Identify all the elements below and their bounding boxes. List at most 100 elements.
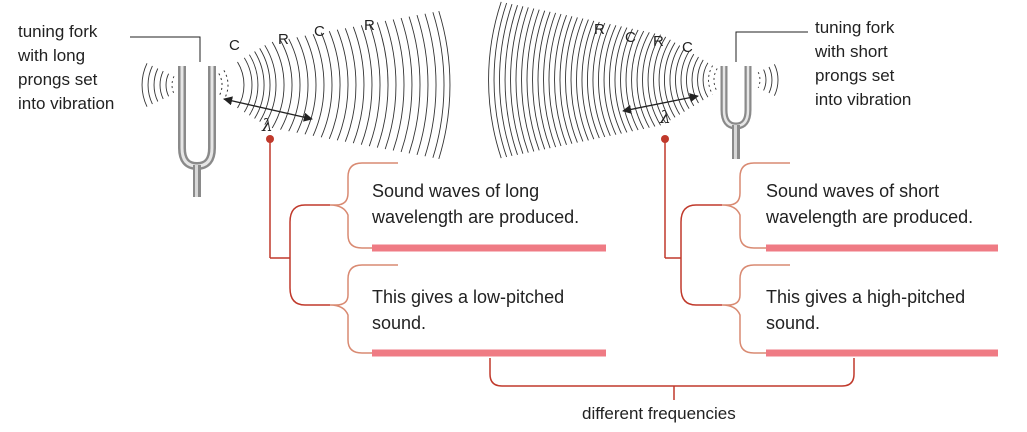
wave-arc bbox=[271, 41, 285, 129]
wave-arc bbox=[288, 38, 301, 132]
right-red-dot bbox=[661, 135, 669, 143]
left-red-connector bbox=[269, 140, 330, 306]
left-box-top-text: Sound waves of long wavelength are produ… bbox=[372, 181, 580, 227]
right-fork-label: tuning fork with short prongs set into v… bbox=[815, 18, 912, 109]
left-label-leader bbox=[130, 36, 201, 62]
wave-arc bbox=[763, 69, 767, 91]
left-wave-letter-1: C bbox=[229, 37, 240, 54]
wave-arc bbox=[171, 76, 175, 94]
wave-arc bbox=[352, 26, 365, 144]
wave-arc bbox=[702, 62, 709, 98]
wave-arc bbox=[488, 1, 502, 159]
left-wave-letter-3: C bbox=[314, 23, 325, 40]
right-lambda: λ bbox=[660, 108, 671, 128]
wave-arc bbox=[376, 22, 389, 148]
wave-arc bbox=[218, 73, 223, 97]
wave-arc bbox=[636, 32, 650, 128]
wave-arc bbox=[609, 26, 622, 134]
wave-arc bbox=[141, 63, 148, 107]
wave-arc bbox=[773, 64, 779, 96]
right-wave-letter-3: R bbox=[653, 33, 664, 50]
wave-arc bbox=[510, 6, 524, 154]
wave-arc bbox=[708, 65, 713, 95]
wave-arc bbox=[259, 48, 271, 122]
wave-arc bbox=[153, 68, 159, 102]
sound-waves bbox=[141, 1, 779, 160]
wave-arc bbox=[757, 72, 761, 88]
wave-arc bbox=[697, 59, 704, 101]
wave-arc bbox=[499, 3, 513, 157]
wave-arc bbox=[165, 73, 170, 97]
wave-arc bbox=[296, 37, 309, 133]
left-wave-letter-4: R bbox=[364, 17, 375, 34]
wave-arc bbox=[223, 70, 229, 100]
wave-arc bbox=[320, 32, 333, 138]
wave-arc bbox=[408, 16, 421, 154]
wave-arc bbox=[432, 12, 445, 158]
left-lambda: λ bbox=[262, 116, 273, 136]
frequency-label: different frequencies bbox=[582, 404, 736, 423]
left-wave-letter-2: R bbox=[278, 31, 289, 48]
right-box-bottom-text: This gives a high-pitched sound. bbox=[766, 287, 966, 333]
left-red-dot bbox=[266, 135, 274, 143]
wave-arc bbox=[631, 30, 645, 130]
wave-arc bbox=[598, 24, 611, 136]
right-wave-letter-4: C bbox=[682, 39, 693, 56]
wave-arc bbox=[515, 7, 529, 153]
wave-arc bbox=[576, 19, 589, 141]
wave-arc bbox=[532, 10, 546, 150]
wave-arc bbox=[400, 17, 413, 153]
frequency-bracket bbox=[489, 358, 855, 400]
left-brackets bbox=[329, 162, 398, 354]
wave-arc bbox=[642, 33, 656, 127]
wave-arc bbox=[280, 40, 293, 130]
wave-arc bbox=[647, 34, 661, 126]
wave-arc bbox=[565, 17, 578, 143]
right-tuning-fork bbox=[720, 66, 752, 159]
wave-arc bbox=[368, 23, 381, 147]
right-wavelength-arrow bbox=[622, 93, 699, 114]
wave-arc bbox=[625, 29, 639, 131]
right-wave-letter-2: C bbox=[625, 29, 636, 46]
wave-arc bbox=[504, 5, 518, 155]
left-wavelength-arrow bbox=[223, 96, 313, 122]
wave-arc bbox=[521, 8, 535, 152]
right-red-connector bbox=[664, 140, 722, 306]
wave-arc bbox=[438, 10, 451, 160]
wave-arc bbox=[493, 2, 508, 158]
wave-arc bbox=[147, 65, 153, 105]
left-box-bottom-text: This gives a low-pitched sound. bbox=[372, 287, 565, 333]
wave-arc bbox=[768, 66, 773, 94]
wave-arc bbox=[581, 20, 595, 140]
wave-arc bbox=[416, 14, 429, 156]
wave-arc bbox=[713, 68, 718, 92]
wave-arc bbox=[360, 25, 373, 145]
wave-arc bbox=[537, 11, 551, 149]
left-fork-label: tuning fork with long prongs set into vi… bbox=[18, 22, 115, 113]
wave-arc bbox=[653, 36, 667, 124]
wave-arc bbox=[384, 20, 397, 150]
wave-arc bbox=[620, 28, 633, 132]
wave-arc bbox=[543, 12, 557, 148]
right-box-top-text: Sound waves of short wavelength are prod… bbox=[766, 181, 974, 227]
wave-arc bbox=[526, 9, 540, 151]
left-tuning-fork bbox=[178, 66, 216, 197]
right-label-leader bbox=[735, 31, 808, 62]
right-wave-letter-1: R bbox=[594, 21, 605, 38]
wave-arc bbox=[336, 29, 349, 141]
wave-arc bbox=[344, 28, 357, 142]
right-brackets bbox=[721, 162, 790, 354]
wave-arc bbox=[392, 19, 405, 151]
wave-arc bbox=[570, 18, 584, 142]
wave-arc bbox=[548, 13, 562, 147]
wave-arc bbox=[592, 22, 606, 138]
wave-arc bbox=[159, 70, 164, 100]
wave-arc bbox=[603, 25, 617, 135]
wave-arc bbox=[304, 35, 317, 135]
wave-arc bbox=[614, 27, 628, 133]
wave-arc bbox=[587, 21, 600, 139]
wave-arc bbox=[669, 45, 681, 115]
wave-arc bbox=[237, 61, 245, 109]
wave-arc bbox=[312, 34, 325, 136]
